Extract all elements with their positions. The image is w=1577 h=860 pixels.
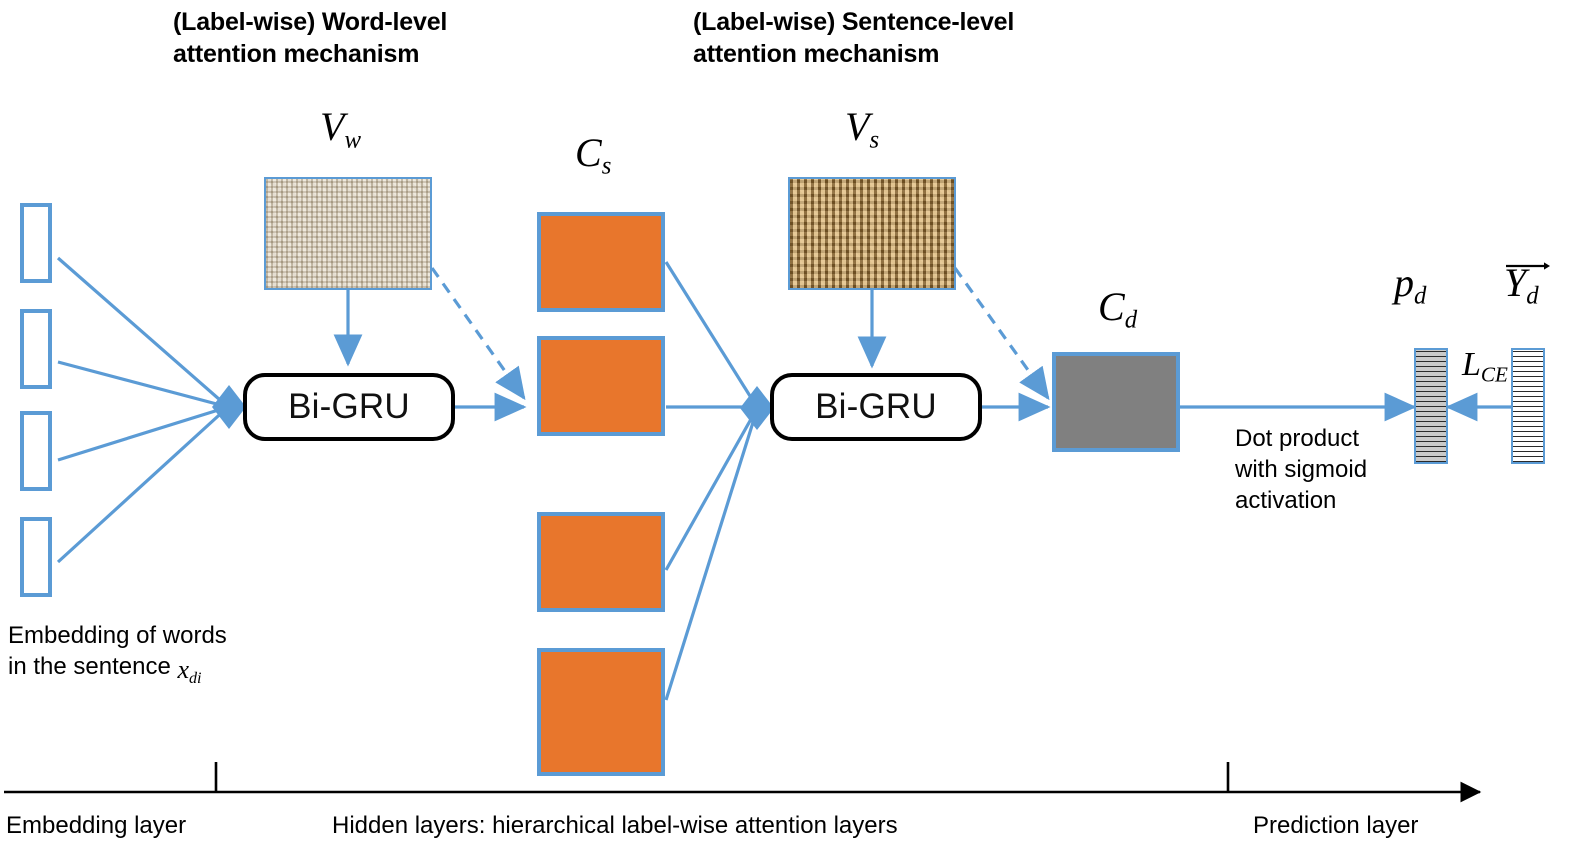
c-d-label: Cd bbox=[1098, 287, 1137, 333]
embedding-token-3 bbox=[20, 411, 52, 491]
c-s-label: Cs bbox=[575, 133, 611, 179]
cross-entropy-loss-label: LCE bbox=[1462, 348, 1508, 385]
v-s-subscript: s bbox=[869, 126, 880, 154]
c-d-subscript: d bbox=[1124, 306, 1138, 334]
v-w-label: Vw bbox=[320, 107, 361, 153]
embedding-token-4 bbox=[20, 517, 52, 597]
v-s-label: Vs bbox=[845, 107, 879, 153]
document-context-box bbox=[1052, 352, 1180, 452]
bi-gru-sentence-level[interactable]: Bi-GRU bbox=[770, 373, 982, 441]
word-attention-title: (Label-wise) Word-level attention mechan… bbox=[173, 8, 448, 68]
axis-label-prediction-layer: Prediction layer bbox=[1253, 812, 1419, 839]
dot-product-note: Dot product with sigmoid activation bbox=[1235, 425, 1368, 515]
p-d-label: pd bbox=[1394, 263, 1426, 309]
p-d-symbol: p bbox=[1394, 260, 1414, 305]
predicted-probabilities-bar bbox=[1414, 348, 1448, 464]
sentence-context-box-1 bbox=[537, 212, 665, 312]
y-d-label: Yd bbox=[1504, 260, 1550, 310]
p-d-subscript: d bbox=[1414, 282, 1427, 310]
l-ce-symbol: L bbox=[1462, 346, 1481, 383]
sentence-attention-matrix bbox=[788, 177, 956, 290]
v-w-subscript: w bbox=[344, 126, 361, 154]
sentence-context-box-4 bbox=[537, 648, 665, 776]
ground-truth-labels-bar bbox=[1511, 348, 1545, 464]
y-d-symbol: Y bbox=[1504, 260, 1527, 305]
sentence-context-box-2 bbox=[537, 336, 665, 436]
fan-in-node-left bbox=[212, 385, 246, 429]
vector-arrow-icon bbox=[1506, 262, 1550, 270]
sentence-attention-title: (Label-wise) Sentence-level attention me… bbox=[693, 8, 1015, 68]
vector-overline-wrapper: Yd bbox=[1504, 260, 1550, 310]
axis-label-embedding-layer: Embedding layer bbox=[6, 812, 187, 839]
bi-gru-word-level[interactable]: Bi-GRU bbox=[243, 373, 455, 441]
word-attention-matrix bbox=[264, 177, 432, 290]
l-ce-subscript: CE bbox=[1480, 362, 1508, 387]
y-d-subscript: d bbox=[1526, 282, 1539, 310]
c-s-subscript: s bbox=[601, 152, 612, 180]
embedding-note-math: xdi bbox=[177, 655, 202, 688]
embedding-token-1 bbox=[20, 203, 52, 283]
embedding-note-text: Embedding of words in the sentence bbox=[8, 622, 227, 681]
c-d-symbol: C bbox=[1098, 284, 1125, 329]
v-s-symbol: V bbox=[845, 104, 870, 149]
c-s-symbol: C bbox=[575, 130, 602, 175]
axis-label-hidden-layers: Hidden layers: hierarchical label-wise a… bbox=[332, 812, 898, 839]
x-di-symbol: x bbox=[177, 655, 189, 685]
v-w-symbol: V bbox=[320, 104, 345, 149]
embedding-note: Embedding of words in the sentence xdi bbox=[8, 620, 308, 688]
sentence-context-box-3 bbox=[537, 512, 665, 612]
embedding-token-2 bbox=[20, 309, 52, 389]
fan-in-node-right bbox=[740, 386, 774, 430]
x-di-subscript: di bbox=[189, 670, 202, 688]
